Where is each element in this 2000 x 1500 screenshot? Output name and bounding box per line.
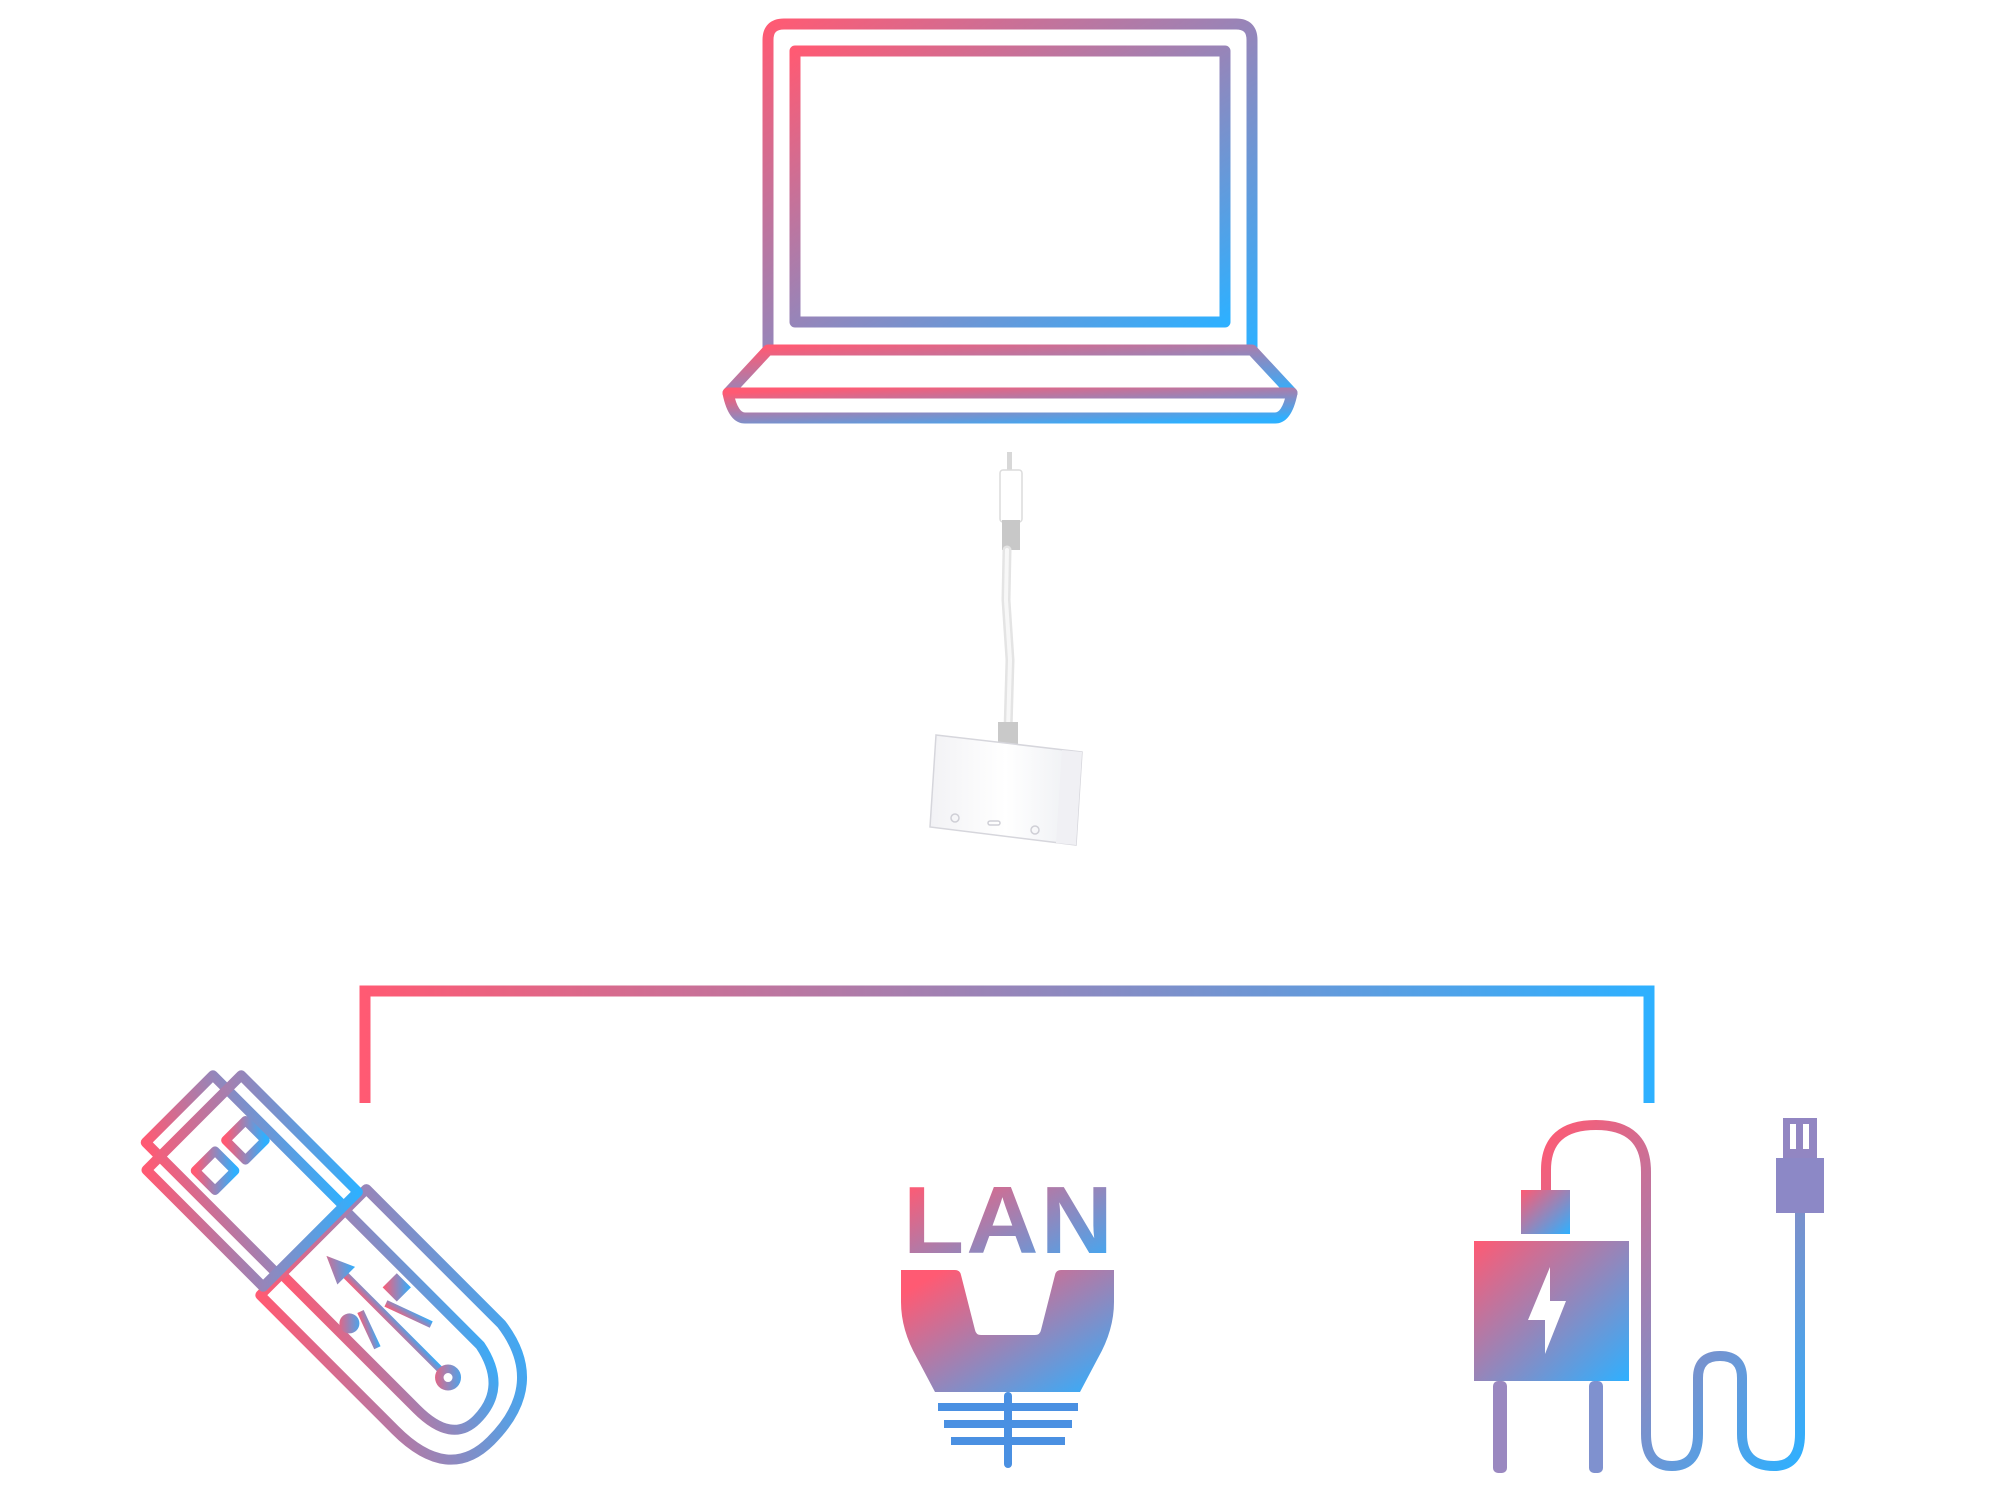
usb-flash-drive-icon <box>140 1070 527 1465</box>
laptop-icon <box>722 18 1298 424</box>
power-charger-icon <box>1474 1118 1824 1473</box>
lan-label: LAN <box>903 1167 1115 1274</box>
connector-branch <box>359 985 1655 1103</box>
ethernet-lan-plug-icon: LAN <box>901 1167 1115 1468</box>
usb-c-multiport-adapter-icon <box>929 452 1083 846</box>
connector-lines <box>359 873 1655 1103</box>
